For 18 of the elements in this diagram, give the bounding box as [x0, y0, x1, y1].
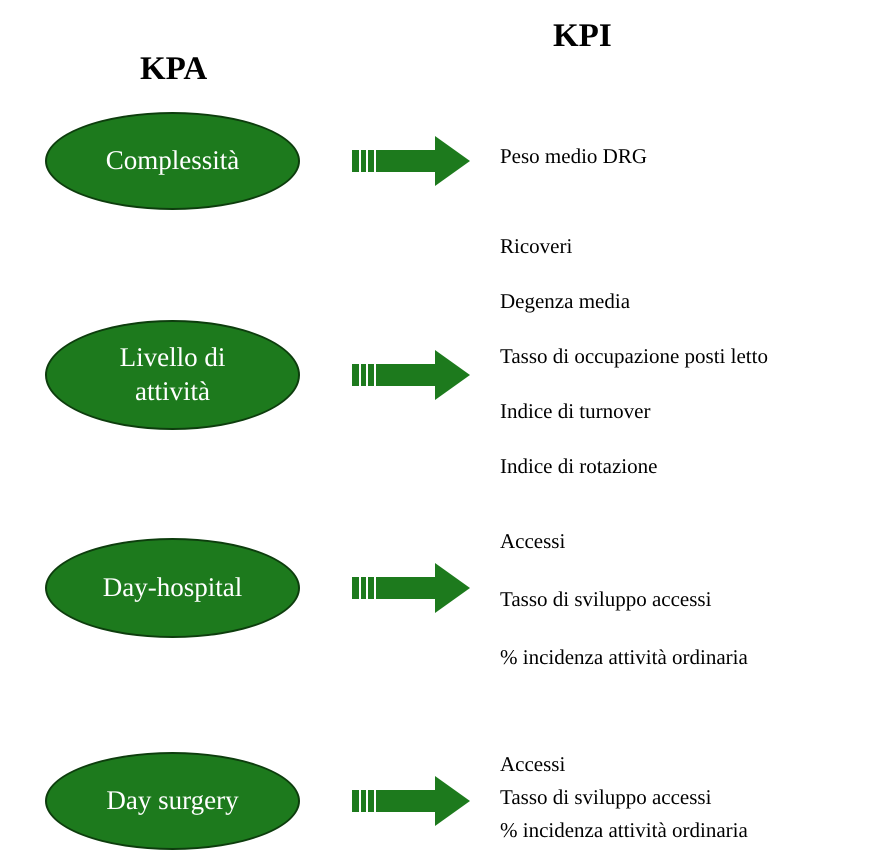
column-heading: KPI — [553, 17, 612, 56]
kpi-text: Accessi — [500, 751, 566, 778]
kpi-text: Ricoveri — [500, 233, 572, 260]
kpi-text: % incidenza attività ordinaria — [500, 817, 748, 844]
kpi-text: Indice di turnover — [500, 398, 650, 425]
kpi-text: Peso medio DRG — [500, 143, 647, 170]
ellipse-node: Day-hospital — [45, 538, 300, 638]
kpi-text: Accessi — [500, 528, 566, 555]
kpi-text: Indice di rotazione — [500, 453, 658, 480]
kpi-text: Tasso di sviluppo accessi — [500, 586, 712, 613]
ellipse-node: Complessità — [45, 112, 300, 210]
kpi-text: Tasso di occupazione posti letto — [500, 343, 768, 370]
kpi-text: Degenza media — [500, 288, 630, 315]
ellipse-node: Livello di attività — [45, 320, 300, 430]
column-heading: KPA — [140, 50, 208, 89]
kpi-text: % incidenza attività ordinaria — [500, 644, 748, 671]
ellipse-node: Day surgery — [45, 752, 300, 850]
kpi-text: Tasso di sviluppo accessi — [500, 784, 712, 811]
